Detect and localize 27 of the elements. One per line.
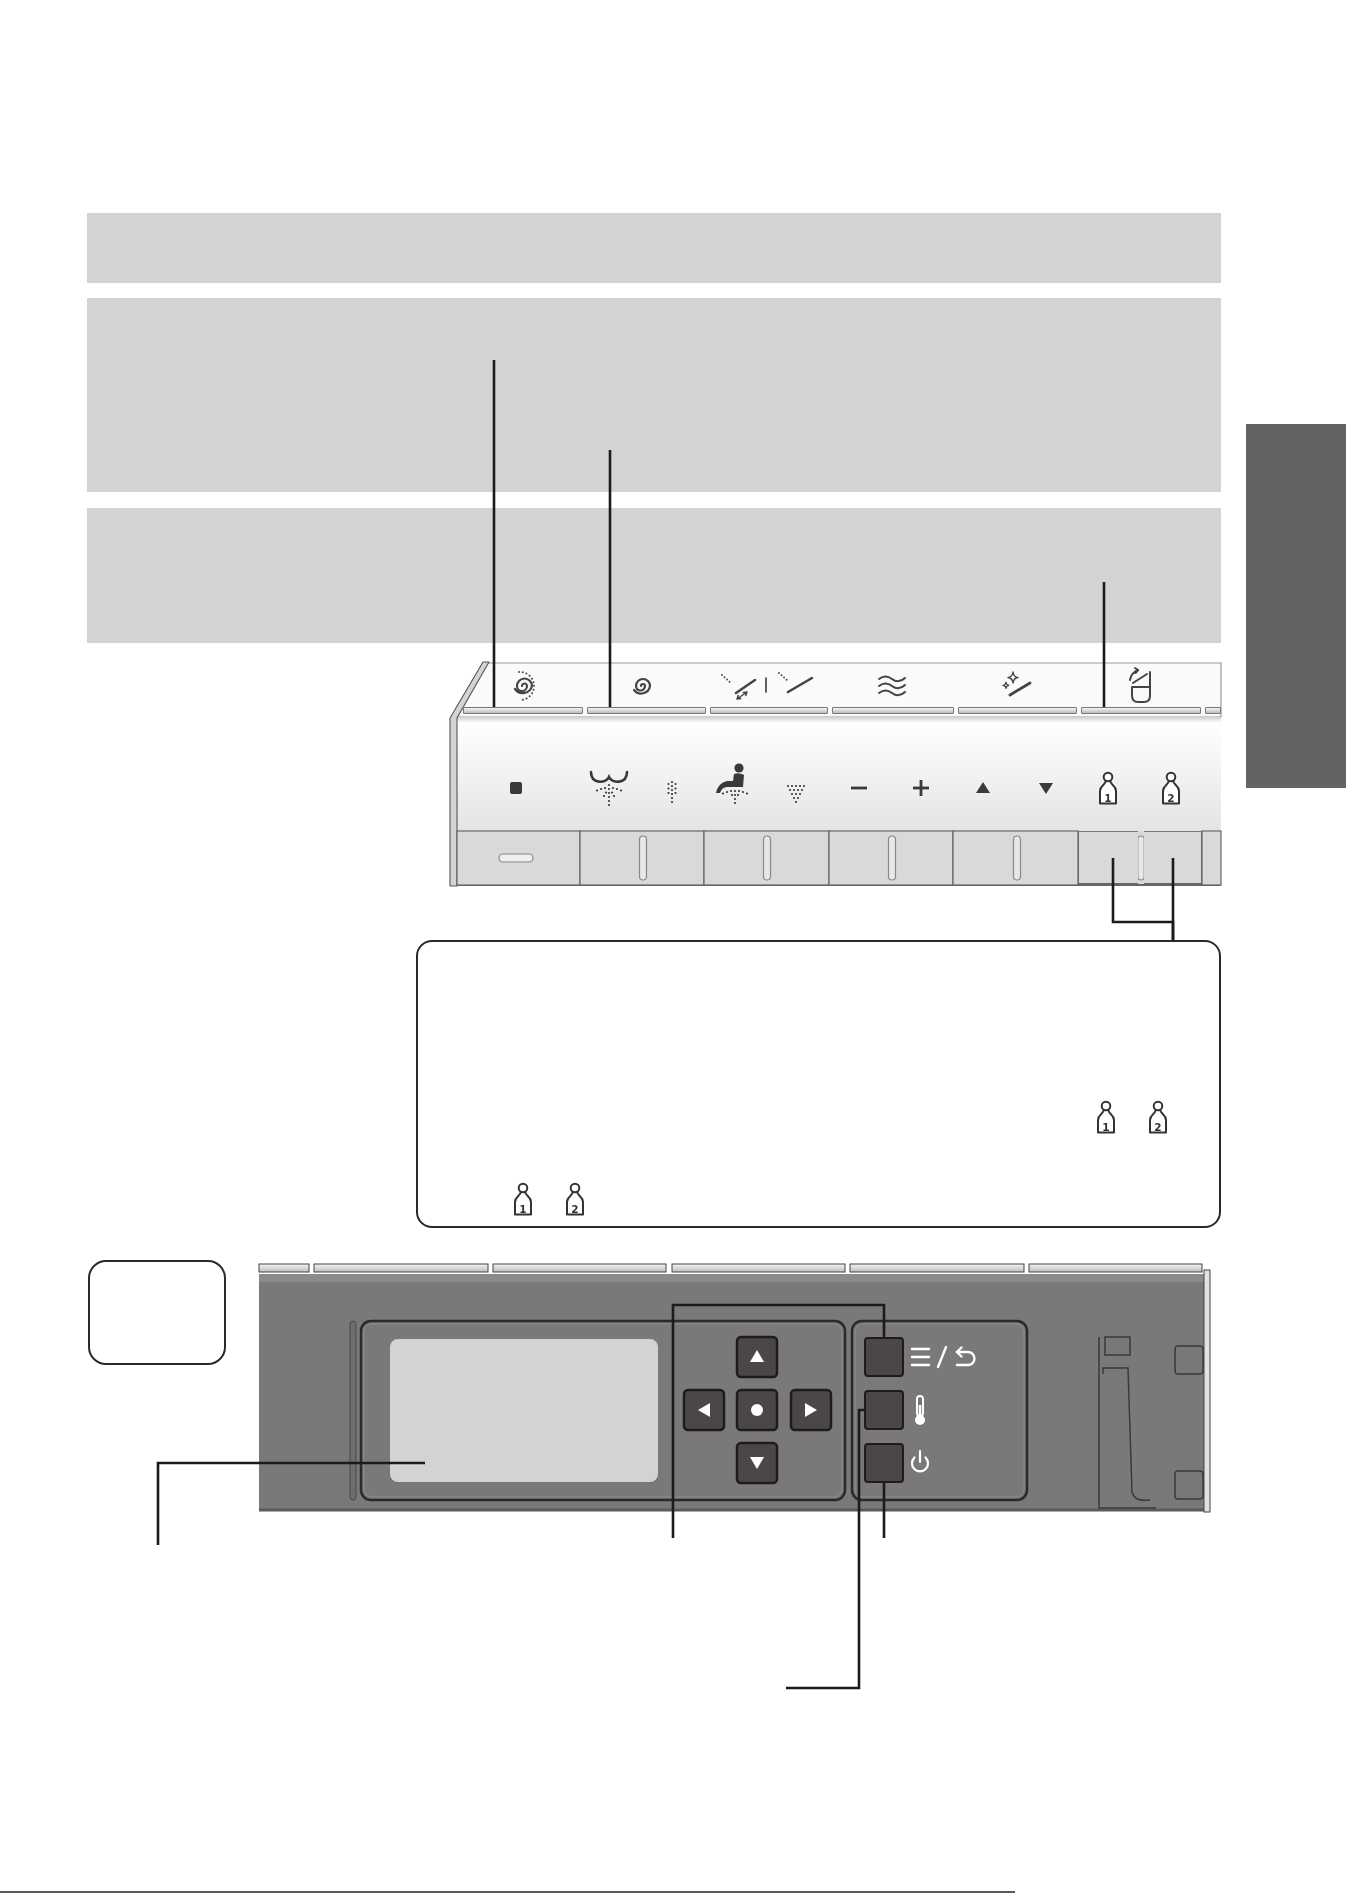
- top-edge-button: [1081, 707, 1201, 714]
- user-button: [1144, 831, 1202, 885]
- leader-line: [156, 1461, 425, 1545]
- leader-line: [1102, 582, 1106, 707]
- user-button: [1078, 831, 1138, 885]
- top-edge-button: [832, 707, 954, 714]
- top-edge-button: [710, 707, 828, 714]
- top-edge-button: [463, 707, 583, 714]
- square-button: [864, 1337, 904, 1377]
- display-screen: [390, 1339, 658, 1482]
- leader-line: [786, 1408, 864, 1690]
- leader-line: [671, 1303, 886, 1538]
- square-button: [864, 1390, 904, 1430]
- leader-line: [608, 450, 612, 707]
- section-band: [87, 508, 1221, 643]
- leader-line: [1171, 858, 1175, 940]
- section-band: [87, 298, 1221, 492]
- callout-box: [416, 940, 1221, 1228]
- square-button: [864, 1443, 904, 1483]
- top-edge-button: [1205, 707, 1221, 714]
- top-edge-button: [958, 707, 1077, 714]
- leader-line: [492, 360, 496, 707]
- leader-line: [882, 1483, 886, 1538]
- section-band: [87, 213, 1221, 283]
- label-frame: [88, 1260, 226, 1365]
- side-tab: [1246, 424, 1346, 788]
- top-edge-button: [587, 707, 706, 714]
